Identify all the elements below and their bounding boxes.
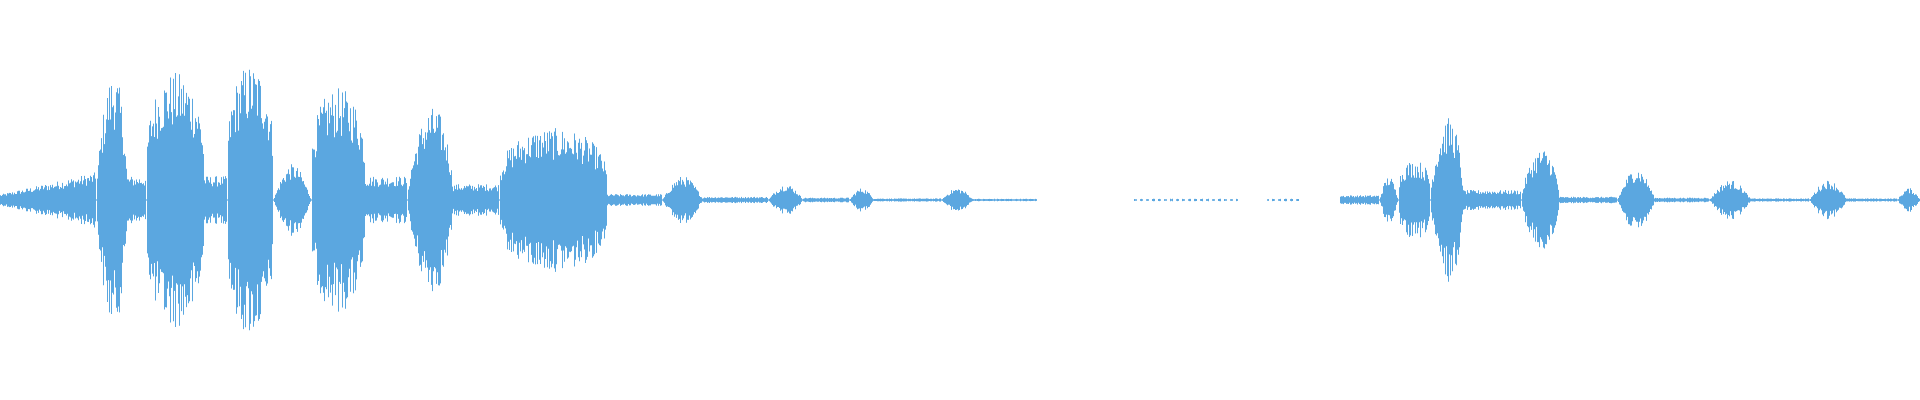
waveform-bars (1430, 118, 1463, 282)
waveform-bars (146, 73, 204, 327)
waveform-bars (1340, 195, 1379, 205)
waveform-bars (1847, 198, 1897, 202)
waveform-bars (127, 176, 146, 224)
waveform-bars (1559, 196, 1617, 204)
waveform-segment (407, 108, 453, 292)
waveform-segment (803, 197, 849, 203)
waveform-segment (365, 176, 407, 224)
waveform-bars (1267, 198, 1299, 202)
waveform-bars (204, 176, 227, 224)
waveform-segment (0, 172, 96, 228)
waveform-segment (941, 189, 973, 211)
waveform-bars (941, 189, 973, 211)
waveform-segment (273, 164, 311, 236)
waveform-bars (1521, 151, 1559, 249)
waveform-bars (1134, 198, 1238, 202)
waveform-segment (1655, 197, 1709, 203)
waveform-segment (96, 86, 127, 314)
waveform-bars (1809, 180, 1847, 220)
waveform-bars (0, 172, 96, 228)
waveform-bars (973, 198, 1037, 202)
waveform-segment (1379, 178, 1398, 222)
waveform-segment (227, 69, 273, 331)
waveform-segment (499, 128, 607, 272)
waveform-bars (407, 108, 453, 292)
waveform-segment (1809, 180, 1847, 220)
waveform-segment (1897, 188, 1920, 212)
waveform-segment (1134, 198, 1238, 202)
waveform-segment (1267, 198, 1299, 202)
waveform-segment (849, 188, 874, 212)
waveform-segment (1521, 151, 1559, 249)
waveform-bars (1709, 181, 1751, 219)
waveform-bars (607, 194, 662, 206)
waveform-segment (1559, 196, 1617, 204)
waveform-bars (803, 197, 849, 203)
waveform-segment (607, 194, 662, 206)
waveform-segment (703, 196, 768, 204)
waveform-bars (1751, 198, 1809, 202)
waveform-bars (365, 176, 407, 224)
waveform-bars (849, 188, 874, 212)
waveform-bars (703, 196, 768, 204)
waveform-segment (768, 186, 803, 214)
waveform-segment (973, 198, 1037, 202)
waveform-segment (1398, 162, 1430, 238)
waveform-bars (227, 69, 273, 331)
waveform-segment (1340, 195, 1379, 205)
waveform-segment (453, 184, 499, 216)
waveform-segment (127, 176, 146, 224)
waveform-segment (1430, 118, 1463, 282)
waveform-segment (874, 198, 941, 202)
waveform-segment (204, 176, 227, 224)
waveform-segment (1709, 181, 1751, 219)
waveform-bars (1897, 188, 1920, 212)
waveform-segment (146, 73, 204, 327)
waveform-segment (311, 88, 365, 312)
waveform-bars (273, 164, 311, 236)
waveform-bars (96, 86, 127, 314)
waveform-bars (1655, 197, 1709, 203)
waveform-segment (662, 177, 703, 223)
waveform-bars (453, 184, 499, 216)
waveform-segment (1617, 172, 1655, 228)
waveform-bars (1398, 162, 1430, 238)
waveform-bars (311, 88, 365, 312)
waveform-bars (1463, 190, 1521, 210)
waveform-bars (1379, 178, 1398, 222)
waveform-bars (874, 198, 941, 202)
waveform-bars (1617, 172, 1655, 228)
waveform-segment (1751, 198, 1809, 202)
waveform-segment (1847, 198, 1897, 202)
waveform-segment (1463, 190, 1521, 210)
waveform-bars (768, 186, 803, 214)
waveform-bars (662, 177, 703, 223)
waveform-bars (499, 128, 607, 272)
